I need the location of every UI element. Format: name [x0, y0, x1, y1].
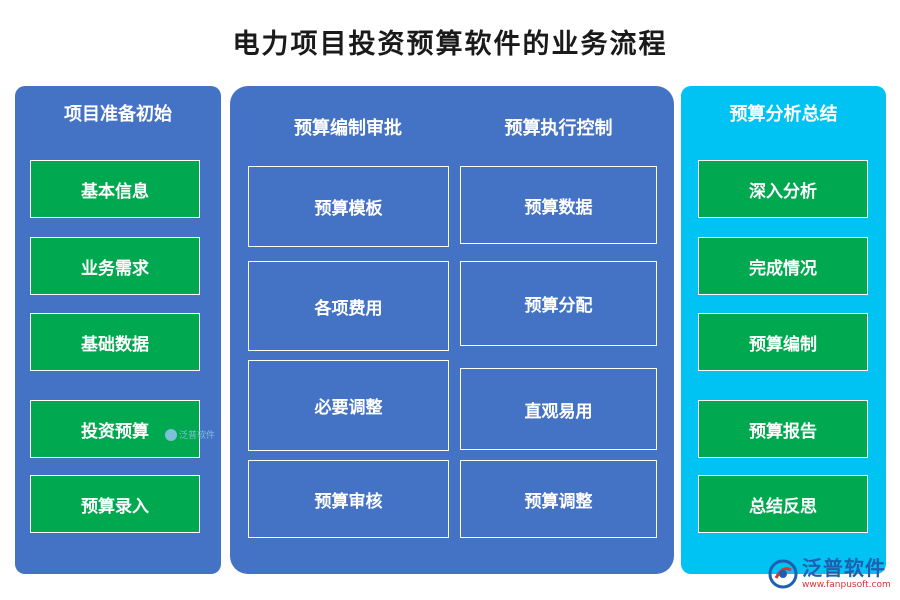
step-budget-adjustment: 预算调整	[460, 460, 657, 538]
page-title: 电力项目投资预算软件的业务流程	[232, 29, 668, 60]
panel-heading-analysis: 预算分析总结	[729, 104, 838, 125]
column-heading-compilation: 预算编制审批	[294, 118, 402, 139]
step-budget-allocation: 预算分配	[460, 261, 657, 346]
step-basic-info: 基本信息	[30, 160, 200, 218]
step-summary-reflection: 总结反思	[698, 475, 868, 533]
watermark-icon	[165, 428, 177, 441]
step-completion-status: 完成情况	[698, 237, 868, 295]
step-various-expenses: 各项费用	[248, 261, 449, 351]
step-budget-entry: 预算录入	[30, 475, 200, 533]
step-budget-report: 预算报告	[698, 400, 868, 458]
watermark-text: 泛普软件	[179, 431, 216, 441]
step-intuitive-use: 直观易用	[460, 368, 657, 450]
column-heading-execution: 预算执行控制	[504, 118, 613, 139]
brand-logo-name: 泛普软件	[802, 556, 886, 580]
step-budget-review: 预算审核	[248, 460, 449, 538]
step-necessary-adjustment: 必要调整	[248, 360, 449, 451]
step-in-depth-analysis: 深入分析	[698, 160, 868, 218]
watermark-logo: 泛普软件	[165, 428, 215, 441]
step-budget-compilation: 预算编制	[698, 313, 868, 371]
step-budget-template: 预算模板	[248, 166, 449, 247]
step-business-requirements: 业务需求	[30, 237, 200, 295]
brand-logo-url: www.fanpusoft.com	[802, 580, 891, 590]
step-budget-data: 预算数据	[460, 166, 657, 244]
brand-logo-icon	[768, 559, 798, 589]
brand-logo: 泛普软件 www.fanpusoft.com	[768, 550, 893, 598]
panel-heading-preparation: 项目准备初始	[64, 104, 172, 125]
step-base-data: 基础数据	[30, 313, 200, 371]
